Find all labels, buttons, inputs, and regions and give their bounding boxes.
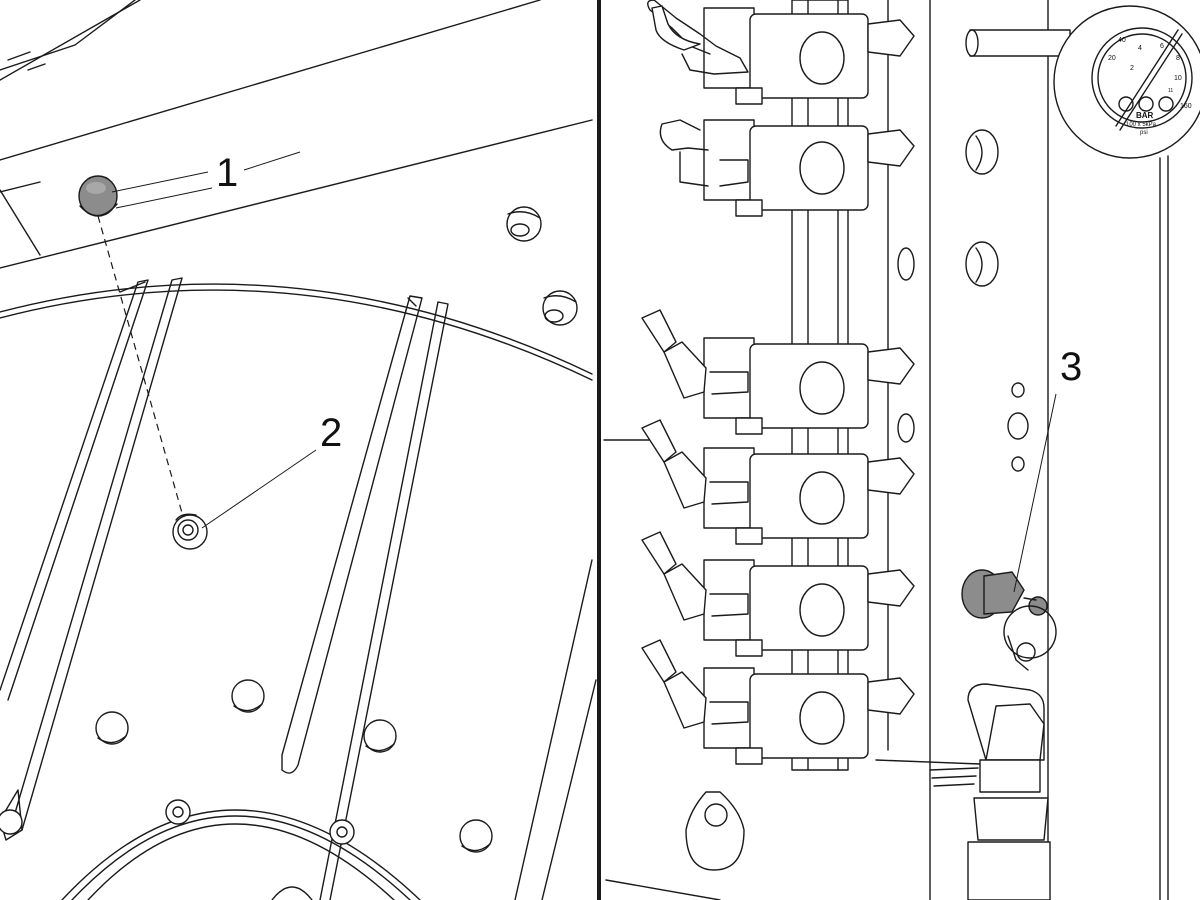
panel-slot [897,247,915,281]
gauge-scale-4: 4 [1138,45,1142,52]
panel-slot [897,413,915,443]
gauge-unit-bar: BAR [1136,111,1154,120]
gauge-scale-40: 40 [1118,37,1126,44]
bolt [0,809,23,835]
panel-hole [965,129,999,175]
panel-holes [897,129,1029,472]
callout-label-3: 3 [1060,345,1082,389]
solenoid-valve [641,419,915,545]
callout-3: 3 [1013,345,1082,593]
quick-coupling [961,569,1057,671]
bolt [459,819,493,853]
gauge-scale-20: 20 [1108,55,1116,62]
gauge-scale-6: 6 [1160,43,1164,50]
pressure-gauge: 20 40 2 4 6 8 10 11 160 BAR 100 x 5kPa p… [965,5,1200,900]
gauge-unit-psi: psi [1140,130,1148,136]
hub-bolt [329,819,355,845]
bolt [95,711,129,745]
panel-hole [1007,412,1029,440]
panel-hole [1011,456,1025,472]
gauge-scale-2: 2 [1130,65,1134,72]
solenoid-valve [659,119,915,217]
elbow-connector [929,683,1051,900]
bolt [542,290,578,326]
frame-bar [0,0,593,269]
solenoid-valve-group [641,0,915,765]
panel-hole [965,241,999,287]
assembly-dashed-line [97,215,185,521]
gauge-scale-10: 10 [1174,75,1182,82]
left-panel: 1 2 [0,0,597,900]
panel-hole [1011,382,1025,398]
bolt [231,679,265,713]
solenoid-valve [641,309,915,435]
plate-bolts [0,206,578,853]
panel-divider [597,0,601,900]
gauge-unit-kpa: 100 x 5kPa [1126,122,1157,128]
gauge-needle [1115,29,1179,127]
right-panel: 20 40 2 4 6 8 10 11 160 BAR 100 x 5kPa p… [603,0,1200,900]
callout-label-2: 2 [320,411,342,455]
hub-bolt [165,799,191,825]
callout-1: 1 [111,151,301,209]
hub [61,799,421,900]
bolt [506,206,542,242]
gauge-scale-8: 8 [1176,55,1180,62]
plate-slots [0,277,597,900]
plate-outline [0,281,593,381]
solenoid-valve [641,639,915,765]
highlighted-cap [78,175,118,217]
solenoid-valve [647,0,915,105]
bolt [363,719,397,753]
solenoid-valve [641,531,915,657]
nipple-fitting [172,513,208,550]
gauge-scale-160: 160 [1180,103,1192,110]
callout-2: 2 [201,411,342,529]
callout-label-1: 1 [216,151,238,195]
gauge-scale-11: 11 [1168,88,1173,94]
